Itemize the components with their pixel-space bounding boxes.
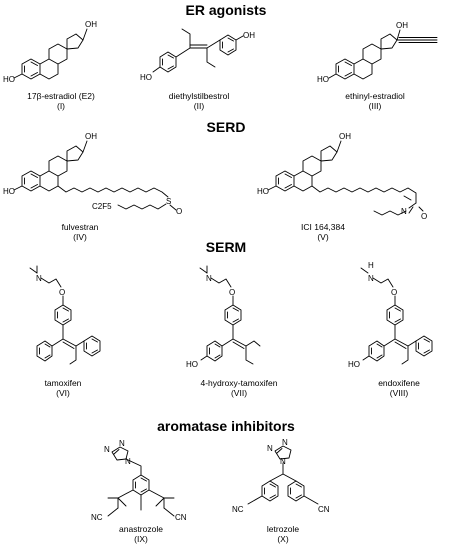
compound-name-fulvestran: fulvestran — [62, 222, 99, 232]
tamoxifen-n-label: N — [36, 274, 42, 283]
section-title-serm: SERM — [206, 239, 246, 255]
compound-name-estradiol: 17β-estradiol (E2) — [27, 91, 95, 101]
compound-name-ici: ICI 164,384 — [301, 222, 345, 232]
anastrozole-n2-label: N — [119, 439, 125, 448]
endoxifene-o-label: O — [391, 288, 397, 297]
estradiol-ho-label: HO — [3, 75, 15, 84]
anastrozole-nc-label: NC — [91, 513, 103, 522]
ohtam-o-label: O — [229, 288, 235, 297]
fulvestran-o-label: O — [176, 207, 182, 216]
compound-name-4-hydroxy-tamoxifen: 4-hydroxy-tamoxifen — [200, 378, 277, 388]
endoxifene-h-label: H — [368, 261, 374, 270]
fulvestran-oh-label: OH — [85, 132, 97, 141]
ici-oh-label: OH — [339, 132, 351, 141]
compound-number-tamoxifen: (VI) — [56, 388, 70, 398]
fulvestran-s-label: S — [166, 197, 171, 206]
des-ho-label: HO — [140, 73, 152, 82]
compound-name-endoxifene: endoxifene — [378, 378, 420, 388]
ohtam-n-label: N — [206, 274, 212, 283]
structure-ethinyl-estradiol: HO OH — [317, 21, 438, 84]
tamoxifen-o-label: O — [59, 288, 65, 297]
section-title-er-agonists: ER agonists — [186, 2, 267, 18]
ee-oh-label: OH — [396, 21, 408, 30]
letrozole-n1-label: N — [267, 444, 273, 453]
ici-o-label: O — [421, 212, 427, 221]
compound-name-diethylstilbestrol: diethylstilbestrol — [169, 91, 230, 101]
structure-fulvestran: HO OH S O C2F5 — [3, 132, 182, 216]
compound-number-letrozole: (X) — [277, 534, 289, 544]
structure-ici-164384: HO OH N O — [257, 132, 427, 221]
compound-number-4-hydroxy-tamoxifen: (VII) — [231, 388, 247, 398]
compound-number-anastrozole: (IX) — [134, 534, 148, 544]
structure-estradiol: HO OH — [3, 20, 97, 84]
compound-number-estradiol: (I) — [57, 101, 65, 111]
anastrozole-n3-label: N — [125, 457, 131, 466]
compound-name-letrozole: letrozole — [267, 524, 299, 534]
compound-number-diethylstilbestrol: (II) — [194, 101, 205, 111]
anastrozole-n1-label: N — [104, 445, 110, 454]
section-title-aromatase-inhibitors: aromatase inhibitors — [157, 418, 295, 434]
ici-n-label: N — [401, 207, 407, 216]
compound-name-anastrozole: anastrozole — [119, 524, 163, 534]
section-title-serd: SERD — [207, 119, 246, 135]
letrozole-n3-label: N — [280, 457, 286, 466]
compound-number-endoxifene: (VIII) — [390, 388, 409, 398]
compound-name-tamoxifen: tamoxifen — [45, 378, 82, 388]
compound-number-ici: (V) — [317, 232, 329, 242]
endoxifene-n-label: N — [368, 274, 374, 283]
des-oh-label: OH — [243, 31, 255, 40]
structure-4-hydroxy-tamoxifen: N O HO — [186, 265, 261, 369]
compound-name-ethinyl-estradiol: ethinyl-estradiol — [345, 91, 405, 101]
compound-number-fulvestran: (IV) — [73, 232, 87, 242]
structure-diethylstilbestrol: HO OH — [140, 28, 255, 82]
ohtam-ho-label: HO — [186, 360, 198, 369]
letrozole-cn-label: CN — [318, 505, 330, 514]
structure-letrozole: N N N NC CN — [232, 438, 330, 514]
fulvestran-c2f5-label: C2F5 — [92, 202, 112, 211]
endoxifene-ho-label: HO — [348, 360, 360, 369]
fulvestran-ho-label: HO — [3, 187, 15, 196]
letrozole-n2-label: N — [282, 438, 288, 447]
ici-ho-label: HO — [257, 187, 269, 196]
ee-ho-label: HO — [317, 75, 329, 84]
structure-anastrozole: N N N NC CN — [91, 439, 187, 522]
structure-tamoxifen: N O — [29, 265, 101, 365]
letrozole-nc-label: NC — [232, 505, 244, 514]
anastrozole-cn-label: CN — [175, 513, 187, 522]
compound-number-ethinyl-estradiol: (III) — [369, 101, 382, 111]
structure-endoxifene: N H O HO — [348, 261, 433, 369]
estradiol-oh-label: OH — [85, 20, 97, 29]
